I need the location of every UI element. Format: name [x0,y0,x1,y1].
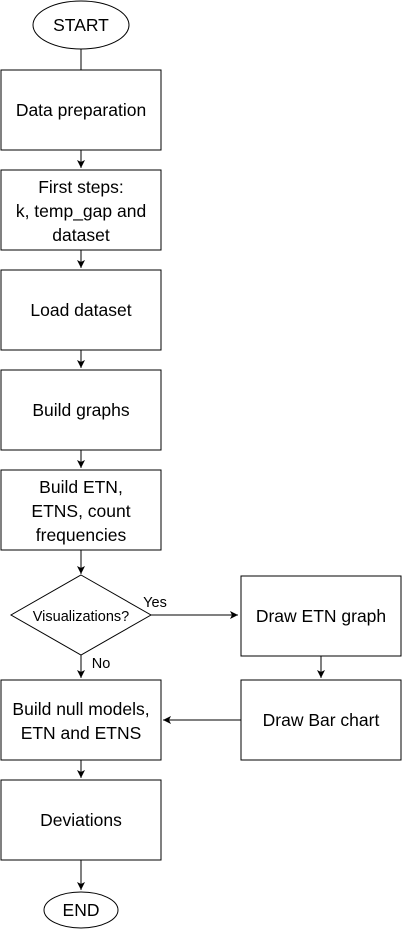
build-etn-label-line-3: frequencies [36,525,127,545]
load-dataset-label: Load dataset [30,300,131,320]
draw-bar-chart-label: Draw Bar chart [263,710,380,730]
first-steps-label-line-2: k, temp_gap and [16,201,146,222]
draw-etn-graph-label: Draw ETN graph [256,606,386,626]
end-label: END [63,900,100,920]
load-dataset-node: Load dataset [0,269,162,351]
first-steps-label-line-3: dataset [52,225,110,245]
first-steps-label-line-1: First steps: [38,177,124,197]
deviations-label: Deviations [40,810,122,830]
end-node: END [43,891,119,929]
first-steps-node: First steps: k, temp_gap and dataset [0,169,162,251]
build-etn-label-line-1: Build ETN, [39,477,123,497]
build-null-models-node: Build null models, ETN and ETNS [0,679,162,761]
data-preparation-node: Data preparation [0,69,162,151]
data-preparation-label: Data preparation [16,100,146,120]
start-node: START [32,0,130,50]
build-etn-node: Build ETN, ETNS, count frequencies [0,469,162,551]
build-null-label-line-1: Build null models, [12,699,149,719]
no-label: No [92,656,111,672]
decision-label: Visualizations? [33,609,129,625]
deviations-node: Deviations [0,779,162,861]
build-null-label-line-2: ETN and ETNS [21,723,142,743]
start-label: START [53,15,109,35]
build-graphs-node: Build graphs [0,369,162,451]
build-graphs-label: Build graphs [32,400,130,420]
visualizations-decision-node: Visualizations? [9,574,153,656]
yes-label: Yes [143,595,167,611]
build-etn-label-line-2: ETNS, count [31,501,130,521]
draw-bar-chart-node: Draw Bar chart [240,679,402,761]
draw-etn-graph-node: Draw ETN graph [240,575,402,657]
